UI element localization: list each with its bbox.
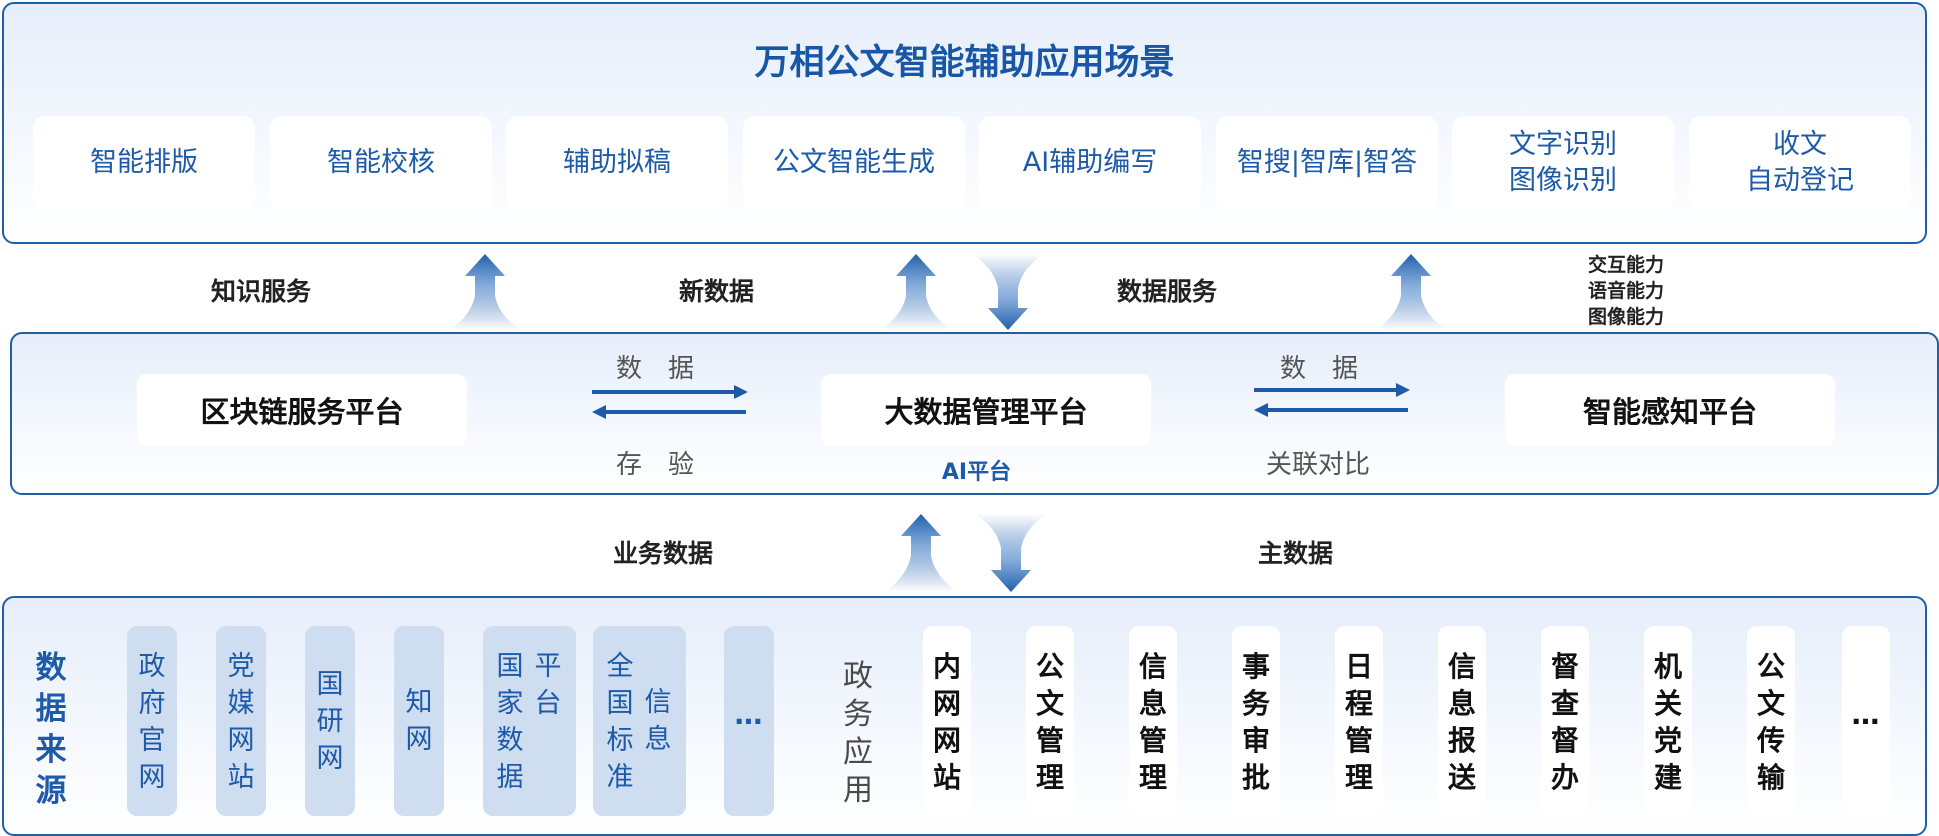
source-card-national-data-platform[interactable]: 国家数据 平台 [483,626,576,816]
arrow-down-icon [975,514,1047,592]
arrow-up-icon [1375,254,1447,330]
gov-apps-title: 政务应用 [843,659,873,808]
new-data-label: 新数据 [679,277,755,306]
left-link-bottom-label: 存 验 [616,450,695,480]
platform-panel: 区块链服务平台 大数据管理平台 智能感知平台 数 据 存 验 数 据 关联对比 … [10,332,1939,495]
scenario-label: 辅助拟稿 [563,147,671,178]
scenario-card[interactable]: 智能校核 [270,116,492,210]
right-link-top-label: 数 据 [1280,354,1359,384]
knowledge-service-label: 知识服务 [211,277,312,306]
data-sources-title: 数据来源 [35,650,67,809]
arrow-up-icon [449,254,521,330]
ai-platform-label: AI平台 [941,460,1012,485]
gov-app-document-management[interactable]: 公文管理 [1026,626,1074,816]
application-scenarios-panel: 万相公文智能辅助应用场景 智能排版 智能校核 辅助拟稿 公文智能生成 AI辅助编… [2,2,1927,244]
perception-platform[interactable]: 智能感知平台 [1505,374,1835,446]
scenario-label: 智能排版 [90,147,198,178]
master-data-label: 主数据 [1258,539,1334,568]
gov-app-affairs-approval[interactable]: 事务审批 [1232,626,1280,816]
source-card-more[interactable]: … [724,626,774,816]
source-card-party-media[interactable]: 党媒网站 [216,626,266,816]
gov-app-schedule-management[interactable]: 日程管理 [1335,626,1383,816]
capabilities-list: 交互能力 语音能力 图像能力 [1588,252,1664,330]
scenario-card[interactable]: 文字识别 图像识别 [1452,116,1674,210]
scenario-card[interactable]: 辅助拟稿 [506,116,728,210]
gov-app-intranet-site[interactable]: 内网网站 [923,626,971,816]
business-data-label: 业务数据 [613,539,714,568]
scenario-card[interactable]: 智搜|智库|智答 [1216,116,1438,210]
right-link-bottom-label: 关联对比 [1266,450,1371,480]
bidirectional-arrow-icon [1254,383,1410,417]
big-data-platform[interactable]: 大数据管理平台 [821,374,1151,446]
bidirectional-arrow-icon [592,385,748,419]
source-card-gov-website[interactable]: 政府官网 [127,626,177,816]
arrow-up-icon [880,254,952,330]
scenario-label: 公文智能生成 [773,147,935,178]
interaction-capability: 交互能力 [1588,254,1665,276]
source-card-national-research[interactable]: 国研网 [305,626,355,816]
gov-app-information-management[interactable]: 信息管理 [1129,626,1177,816]
gov-app-information-reporting[interactable]: 信息报送 [1438,626,1486,816]
scenario-card[interactable]: 收文 自动登记 [1689,116,1911,210]
voice-capability: 语音能力 [1588,280,1665,302]
gov-app-supervision[interactable]: 督查督办 [1541,626,1589,816]
source-card-cnki[interactable]: 知网 [394,626,444,816]
left-link-top-label: 数 据 [616,354,695,384]
arrow-up-icon [885,514,957,592]
gov-app-document-transmission[interactable]: 公文传输 [1747,626,1795,816]
scenario-label: 收文 自动登记 [1746,129,1854,196]
data-sources-panel: 数据来源 政府官网 党媒网站 国研网 知网 国家数据 平台 全国标准 信息 … … [2,596,1927,836]
scenario-label: 智搜|智库|智答 [1236,147,1418,178]
scenario-card[interactable]: 公文智能生成 [743,116,965,210]
page-title: 万相公文智能辅助应用场景 [754,43,1175,83]
more-apps-ellipsis: … [1851,698,1881,731]
scenario-card[interactable]: AI辅助编写 [979,116,1201,210]
gov-app-party-building[interactable]: 机关党建 [1644,626,1692,816]
scenario-card[interactable]: 智能排版 [33,116,255,210]
more-sources-ellipsis: … [734,698,764,731]
source-card-national-standards[interactable]: 全国标准 信息 [593,626,686,816]
image-capability: 图像能力 [1588,306,1665,328]
data-service-label: 数据服务 [1117,277,1218,306]
blockchain-platform[interactable]: 区块链服务平台 [137,374,467,446]
scenario-label: 文字识别 图像识别 [1509,129,1617,196]
scenario-label: AI辅助编写 [1022,147,1158,178]
scenario-label: 智能校核 [327,147,435,178]
arrow-down-icon [972,254,1044,330]
gov-app-more[interactable]: … [1842,626,1890,816]
